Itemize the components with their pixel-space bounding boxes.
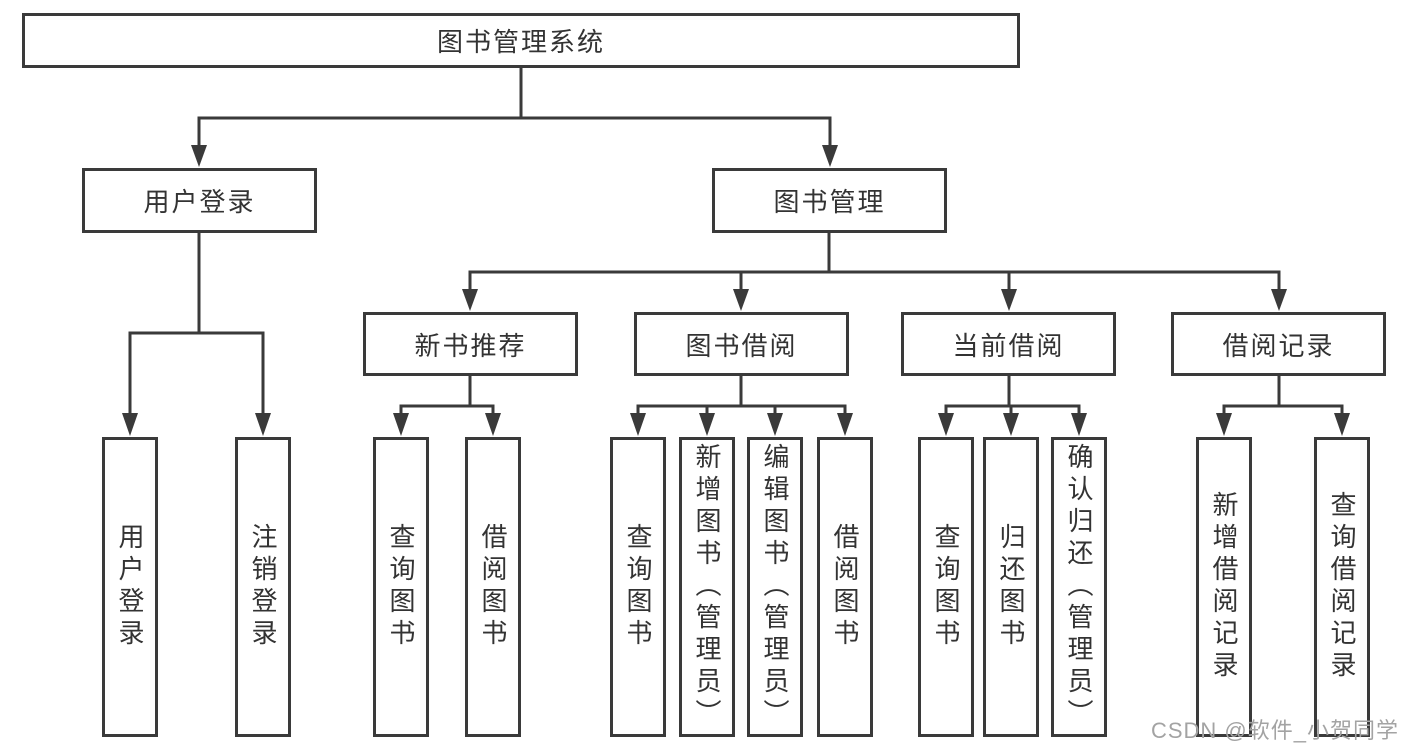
node-label: 查询图书 [386, 523, 416, 651]
arrowhead [733, 289, 749, 311]
leaf-edit-book-admin: 编辑图书（管理员） [747, 437, 803, 737]
leaf-add-borrow-record: 新增借阅记录 [1196, 437, 1252, 737]
arrowhead [1271, 289, 1287, 311]
arrowhead [630, 413, 646, 436]
leaf-query-borrow-record: 查询借阅记录 [1314, 437, 1370, 737]
node-borrowing-records: 借阅记录 [1171, 312, 1386, 376]
arrowhead [462, 289, 478, 311]
node-label: 借阅记录 [1222, 330, 1335, 361]
leaf-borrow-book-borrowing: 借阅图书 [817, 437, 873, 737]
leaf-add-book-admin: 新增图书（管理员） [679, 437, 735, 737]
node-label: 确认归还（管理员） [1064, 443, 1094, 731]
leaf-query-book-borrowing: 查询图书 [610, 437, 666, 737]
node-label: 注销登录 [248, 523, 278, 651]
node-label: 用户登录 [115, 523, 145, 651]
leaf-return-book: 归还图书 [983, 437, 1039, 737]
node-label: 新书推荐 [414, 330, 527, 361]
leaf-confirm-return-admin: 确认归还（管理员） [1051, 437, 1107, 737]
node-label: 借阅图书 [478, 523, 508, 651]
arrowhead [767, 413, 783, 436]
leaf-logout: 注销登录 [235, 437, 291, 737]
node-label: 借阅图书 [830, 523, 860, 651]
arrowhead [255, 413, 271, 436]
arrowhead [1003, 413, 1019, 436]
node-user-login: 用户登录 [82, 168, 317, 233]
arrowhead [485, 413, 501, 436]
node-label: 图书管理系统 [436, 27, 605, 57]
leaf-borrow-book-recommend: 借阅图书 [465, 437, 521, 737]
arrowhead [1334, 413, 1350, 436]
node-label: 图书管理 [773, 187, 886, 217]
arrowhead [938, 413, 954, 436]
node-label: 用户登录 [143, 187, 256, 217]
arrowhead [1216, 413, 1232, 436]
node-root-system: 图书管理系统 [22, 13, 1020, 68]
arrowhead [822, 145, 838, 167]
node-label: 查询图书 [931, 523, 961, 651]
node-label: 新增图书（管理员） [692, 443, 722, 731]
node-label: 新增借阅记录 [1209, 491, 1239, 683]
arrowhead [393, 413, 409, 436]
node-new-book-recommend: 新书推荐 [363, 312, 578, 376]
arrowhead [1071, 413, 1087, 436]
arrowhead [837, 413, 853, 436]
arrowhead [1001, 289, 1017, 311]
csdn-watermark: CSDN @软件_小贺同学 [1150, 718, 1399, 743]
leaf-query-book-current: 查询图书 [918, 437, 974, 737]
leaf-user-login: 用户登录 [102, 437, 158, 737]
node-label: 当前借阅 [952, 330, 1065, 361]
node-label: 查询图书 [623, 523, 653, 651]
arrowhead [699, 413, 715, 436]
node-current-borrowing: 当前借阅 [901, 312, 1116, 376]
node-book-management: 图书管理 [712, 168, 947, 233]
node-label: 查询借阅记录 [1327, 491, 1357, 683]
node-label: 归还图书 [996, 523, 1026, 651]
node-label: 编辑图书（管理员） [760, 443, 790, 731]
leaf-query-book-recommend: 查询图书 [373, 437, 429, 737]
node-book-borrowing: 图书借阅 [634, 312, 849, 376]
arrowhead [191, 145, 207, 167]
node-label: 图书借阅 [685, 330, 798, 361]
arrowhead [122, 413, 138, 436]
